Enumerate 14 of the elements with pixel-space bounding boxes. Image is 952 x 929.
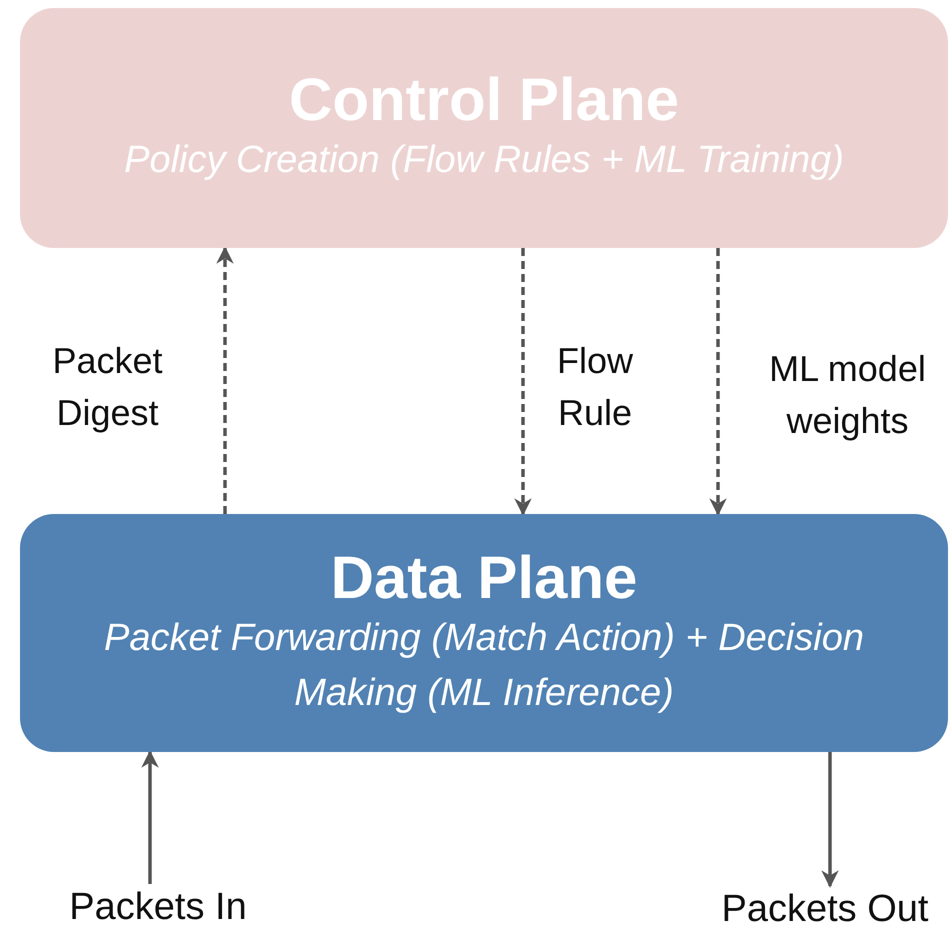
control-plane-box <box>20 8 948 248</box>
output-label: Packets Out <box>700 886 950 929</box>
box-title: Data Plane <box>330 544 638 611</box>
arrow <box>141 750 159 884</box>
arrow <box>709 248 727 516</box>
arrow <box>821 752 839 888</box>
data-plane-box <box>20 514 948 752</box>
input-label: Packets In <box>48 884 268 929</box>
box-subtitle: Packet Forwarding (Match Action) + Decision Making (ML Inference) <box>103 616 865 716</box>
arrow <box>216 246 234 514</box>
edge-label: ML model weights <box>768 347 927 444</box>
edge-label: Flow Rule <box>556 339 634 436</box>
arrow <box>514 248 532 516</box>
edge-label: Packet Digest <box>51 339 164 436</box>
